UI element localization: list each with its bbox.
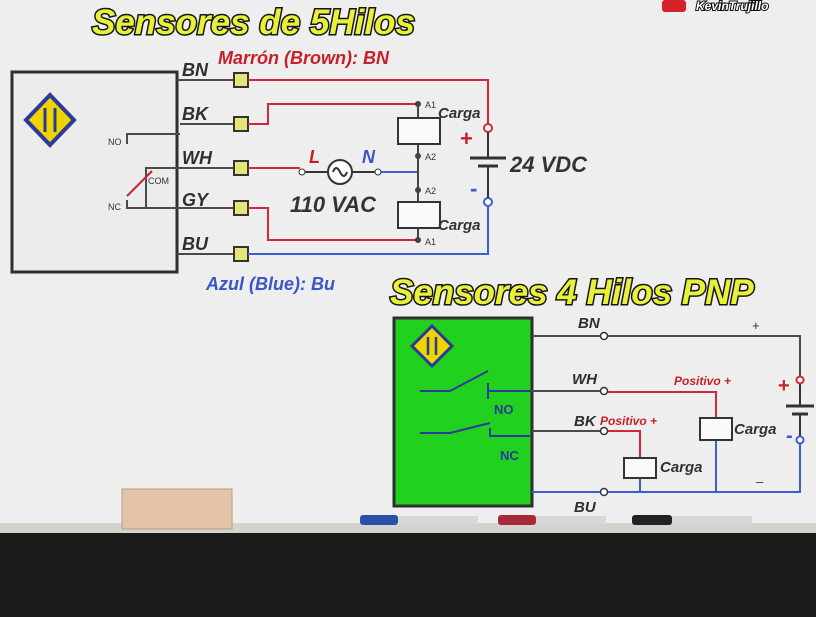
dc-plus-top: + [460, 126, 473, 151]
terminal-gy [233, 200, 249, 216]
rail-negative [608, 444, 801, 493]
sensor-diamond-icon [23, 92, 77, 148]
title-5-wire: Sensores de 5Hilos [92, 3, 415, 42]
rail-minus-label: – [756, 474, 764, 489]
youtube-icon [662, 0, 686, 12]
ac-l-label: L [309, 147, 320, 167]
positive-label-wh: Positivo + [674, 374, 731, 388]
sensor-pnp-diamond-icon [409, 323, 455, 369]
terminal-bn [233, 72, 249, 88]
terminal-label-bu: BU [182, 234, 209, 254]
load-label-wh: Carga [734, 421, 777, 438]
load-label-bk: Carga [660, 459, 703, 476]
rail-positive [608, 335, 801, 376]
contact-nc-label: NC [500, 448, 519, 463]
dc-minus-top: - [470, 176, 477, 201]
terminal-wh [233, 160, 249, 176]
terminal-label-gy: GY [182, 190, 210, 210]
load-label-upper: Carga [438, 105, 481, 122]
blue-note: Azul (Blue): Bu [205, 274, 335, 294]
wire-label-bk: BK [574, 413, 597, 430]
relay-coil-lower [397, 201, 441, 229]
red-marker [498, 515, 536, 525]
wire-wh-load [608, 391, 717, 418]
terminal-label-bn: BN [182, 60, 209, 80]
ac-n-label: N [362, 147, 376, 167]
load-coil-bk [623, 457, 657, 479]
positive-label-bk: Positivo + [600, 414, 657, 428]
com-label: COM [148, 176, 169, 186]
marker-tray [0, 523, 816, 533]
board-frame [0, 530, 816, 612]
wire-label-wh: WH [572, 371, 598, 388]
blue-marker [360, 515, 398, 525]
contact-no-label: NO [494, 402, 514, 417]
wire-label-bn: BN [578, 315, 601, 332]
load-label-lower: Carga [438, 217, 481, 234]
terminal-bu [233, 246, 249, 262]
eraser [121, 488, 233, 530]
rail-plus-label: + [752, 318, 760, 333]
wire-label-bu: BU [574, 499, 597, 516]
relay-pin-a1-upper: A1 [425, 100, 436, 110]
com-contact [126, 170, 153, 197]
dc-voltage: 24 VDC [509, 152, 588, 177]
relay-pin-a2-upper: A2 [425, 152, 436, 162]
black-marker [632, 515, 672, 525]
title-4-wire-pnp: Sensores 4 Hilos PNP [390, 273, 754, 312]
terminal-label-bk: BK [182, 104, 210, 124]
ac-voltage: 110 VAC [290, 192, 377, 217]
relay-pin-a1-lower: A1 [425, 237, 436, 247]
brown-note: Marrón (Brown): BN [218, 48, 390, 68]
terminal-label-wh: WH [182, 148, 213, 168]
dc-plus-bottom: + [778, 375, 790, 397]
wire-bu [248, 206, 489, 255]
terminal-bk [233, 116, 249, 132]
no-label: NO [108, 137, 122, 147]
relay-coil-upper [397, 117, 441, 145]
wire-bk-load [608, 430, 641, 458]
channel-name: KevinTrujillo [696, 0, 768, 13]
load-coil-wh [699, 417, 733, 441]
relay-pin-a2-lower: A2 [425, 186, 436, 196]
dc-minus-bottom: - [786, 425, 793, 447]
wire-bn [248, 79, 489, 124]
nc-label: NC [108, 202, 121, 212]
